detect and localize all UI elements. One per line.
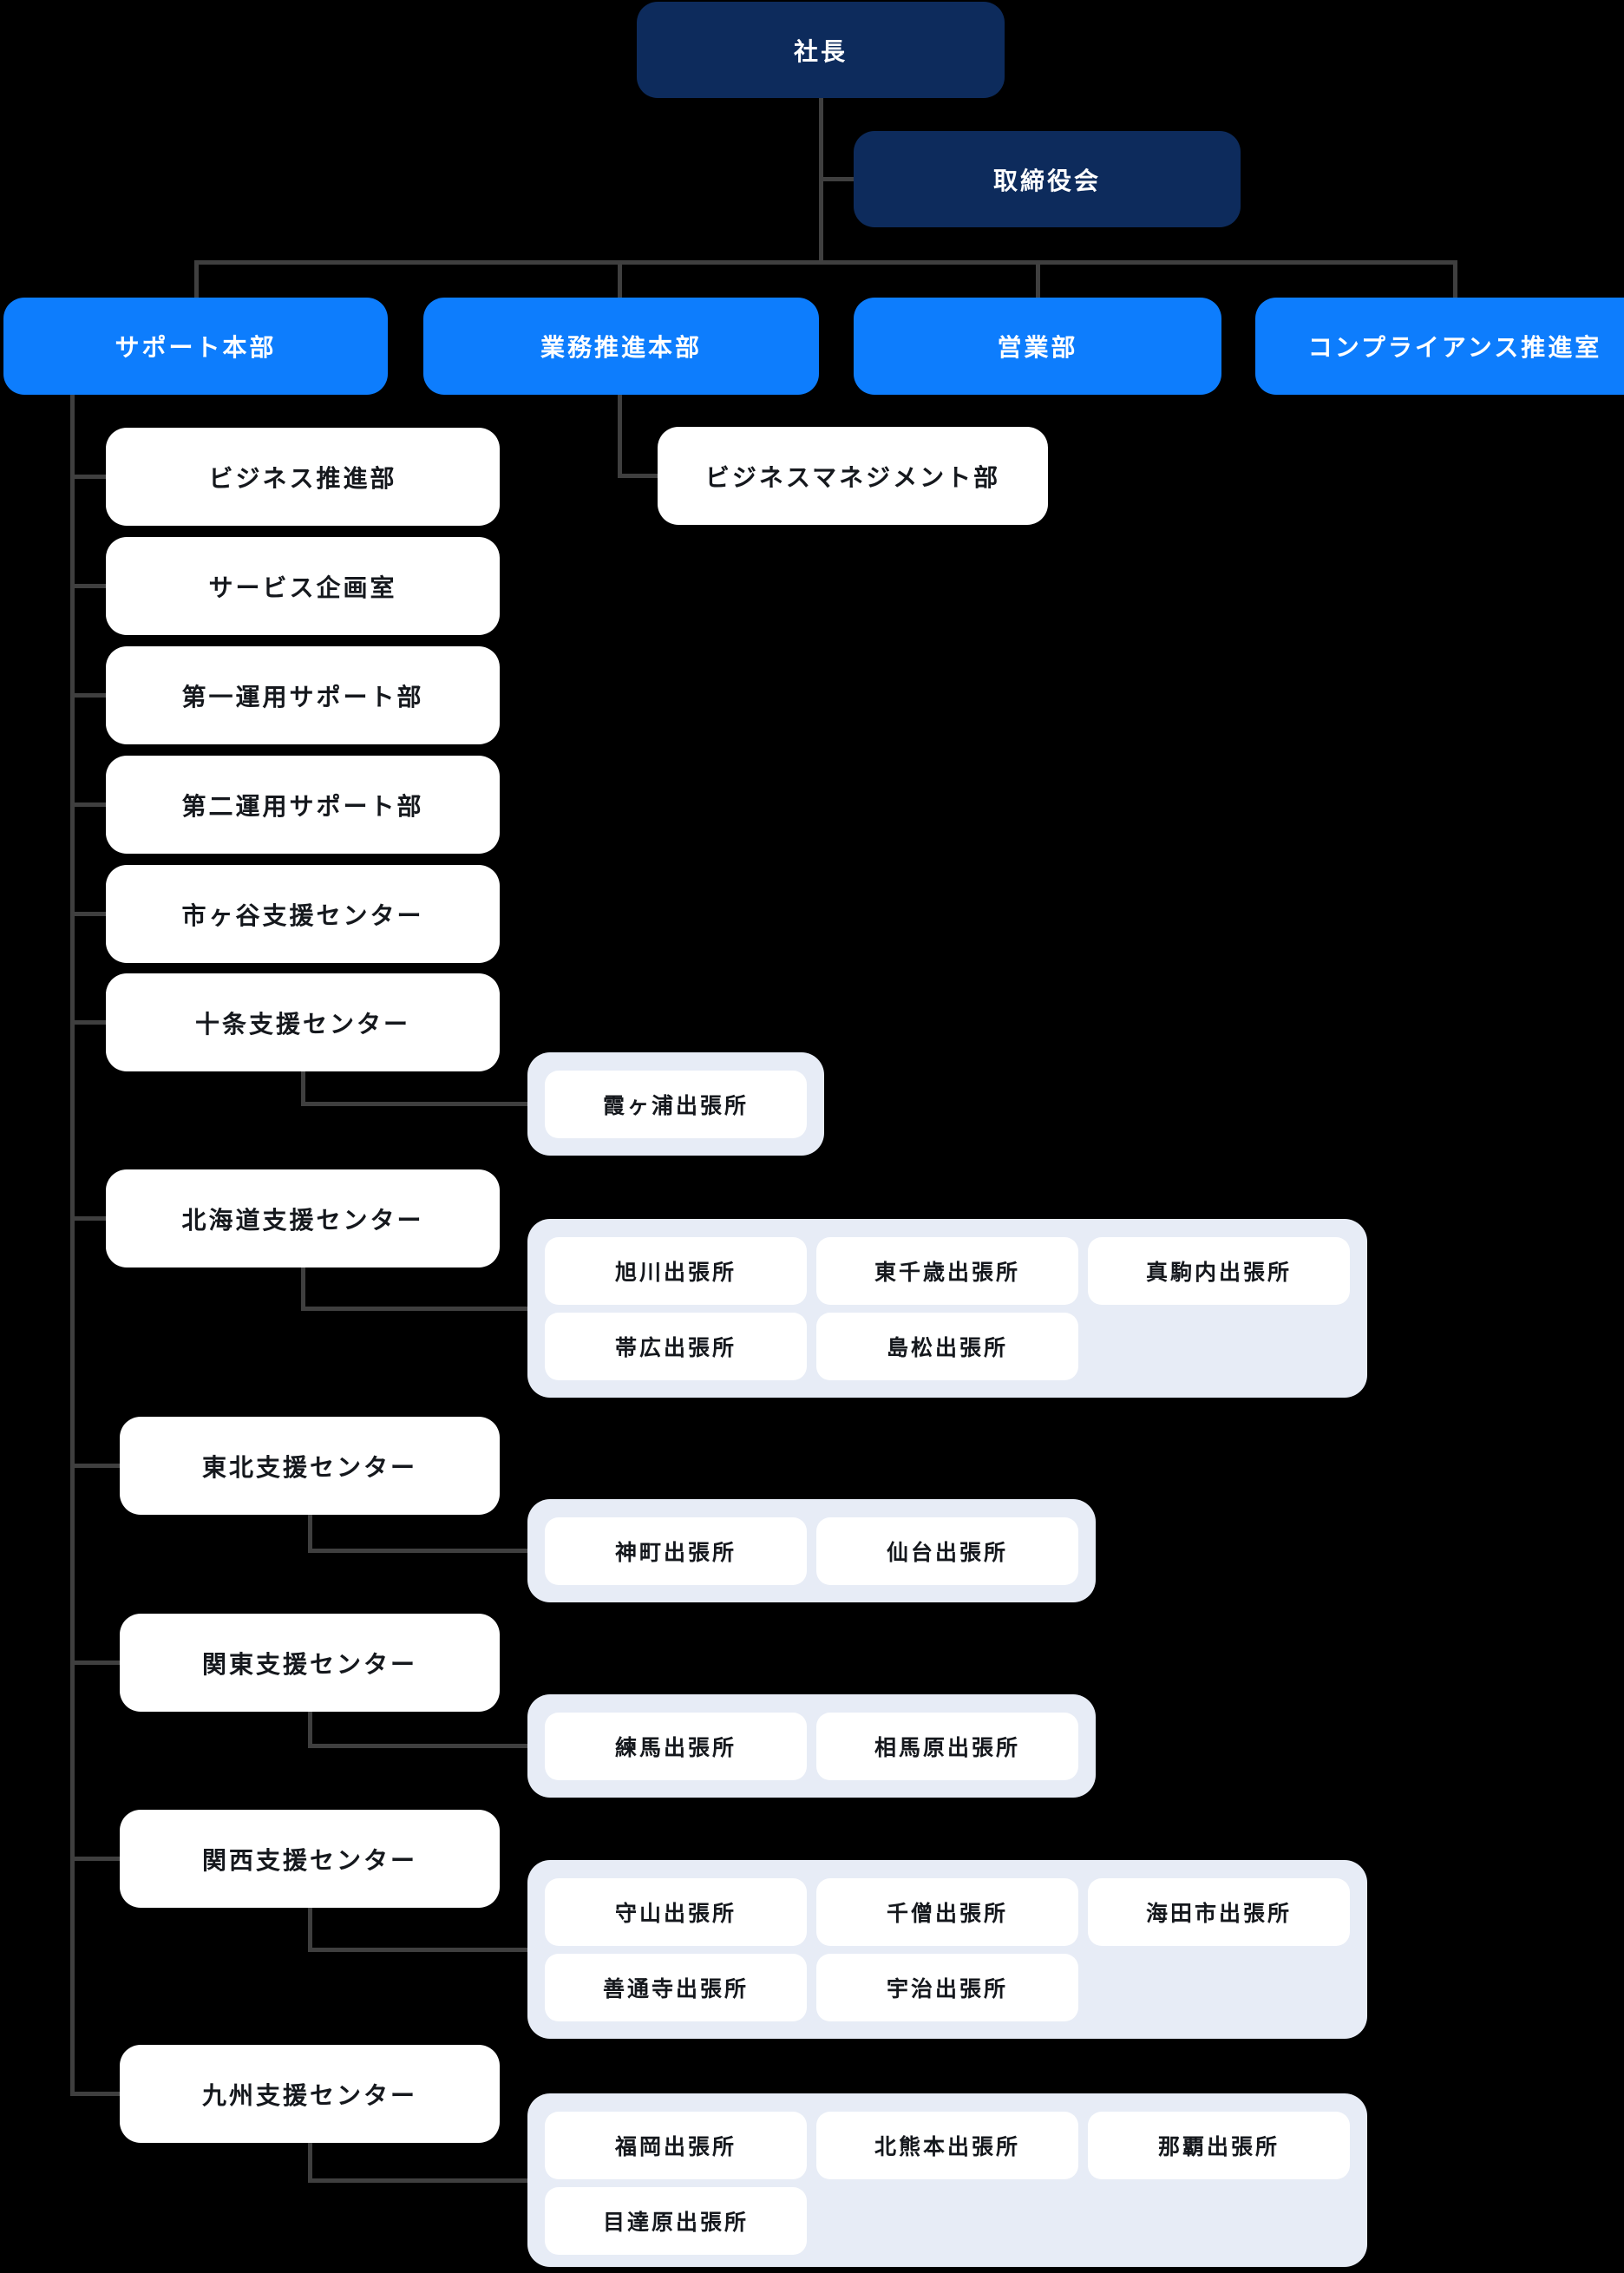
node-dept: 十条支援センター (106, 973, 500, 1071)
connector-offices-h (308, 2178, 527, 2183)
node-dept: 東北支援センター (120, 1417, 500, 1515)
office-group-juujou: 霞ヶ浦出張所 (527, 1052, 824, 1156)
office-node: 善通寺出張所 (545, 1954, 807, 2021)
connector-dept-stub (70, 584, 106, 588)
connector-offices-v (308, 1712, 312, 1748)
office-node: 仙台出張所 (816, 1517, 1078, 1585)
office-node: 神町出張所 (545, 1517, 807, 1585)
connector-offices-h (301, 1102, 527, 1106)
connector-dept-stub (70, 2092, 120, 2096)
connector-dept-stub (70, 1857, 120, 1861)
node-board: 取締役会 (854, 131, 1241, 227)
office-group-tohoku: 神町出張所 仙台出張所 (527, 1499, 1096, 1602)
office-node: 帯広出張所 (545, 1313, 807, 1380)
connector-dept-stub (70, 1020, 106, 1025)
connector-offices-v (308, 1908, 312, 1952)
office-group-kansai: 守山出張所 千僧出張所 海田市出張所 善通寺出張所 宇治出張所 (527, 1860, 1367, 2039)
node-dept: 市ヶ谷支援センター (106, 865, 500, 963)
office-node: 守山出張所 (545, 1878, 807, 1946)
connector-offices-v (308, 1515, 312, 1553)
connector-president-trunk (819, 98, 823, 265)
connector-division-rail (196, 260, 1457, 265)
node-dept: 九州支援センター (120, 2045, 500, 2143)
office-group-kanto: 練馬出張所 相馬原出張所 (527, 1694, 1096, 1798)
office-node: 真駒内出張所 (1088, 1237, 1350, 1305)
office-node: 宇治出張所 (816, 1954, 1078, 2021)
connector-board-stub (819, 177, 854, 181)
office-node: 福岡出張所 (545, 2112, 807, 2179)
connector-division-drop (1453, 260, 1457, 298)
connector-offices-v (301, 1268, 305, 1311)
office-node: 島松出張所 (816, 1313, 1078, 1380)
node-president: 社長 (637, 2, 1005, 98)
connector-dept-stub (70, 475, 106, 479)
connector-dept-stub (70, 912, 106, 916)
office-node: 海田市出張所 (1088, 1878, 1350, 1946)
office-node: 練馬出張所 (545, 1713, 807, 1780)
connector-gyomu-child-v (618, 395, 622, 478)
connector-offices-h (308, 1549, 527, 1553)
office-node: 那覇出張所 (1088, 2112, 1350, 2179)
office-node: 旭川出張所 (545, 1237, 807, 1305)
office-node: 北熊本出張所 (816, 2112, 1078, 2179)
node-dept: 第二運用サポート部 (106, 756, 500, 854)
connector-offices-h (308, 1948, 527, 1952)
node-division-eigyo: 営業部 (854, 298, 1221, 395)
office-group-hokkaido: 旭川出張所 東千歳出張所 真駒内出張所 帯広出張所 島松出張所 (527, 1219, 1367, 1398)
node-business-management: ビジネスマネジメント部 (658, 427, 1048, 525)
connector-dept-stub (70, 802, 106, 807)
connector-offices-v (301, 1071, 305, 1106)
office-node: 目達原出張所 (545, 2187, 807, 2255)
office-node: 千僧出張所 (816, 1878, 1078, 1946)
connector-offices-v (308, 2143, 312, 2183)
office-node: 霞ヶ浦出張所 (545, 1071, 807, 1138)
office-node: 東千歳出張所 (816, 1237, 1078, 1305)
node-dept: 関西支援センター (120, 1810, 500, 1908)
node-dept: ビジネス推進部 (106, 428, 500, 526)
connector-gyomu-child-h (618, 474, 658, 478)
connector-offices-h (308, 1744, 527, 1748)
connector-support-trunk (70, 395, 75, 2096)
office-node: 相馬原出張所 (816, 1713, 1078, 1780)
node-division-compliance: コンプライアンス推進室 (1255, 298, 1624, 395)
node-dept: 関東支援センター (120, 1614, 500, 1712)
connector-division-drop (194, 260, 199, 298)
office-group-kyushu: 福岡出張所 北熊本出張所 那覇出張所 目達原出張所 (527, 2093, 1367, 2267)
connector-dept-stub (70, 1464, 120, 1468)
node-dept: サービス企画室 (106, 537, 500, 635)
connector-dept-stub (70, 1216, 106, 1221)
connector-dept-stub (70, 693, 106, 698)
connector-division-drop (1036, 260, 1040, 298)
connector-offices-h (301, 1307, 527, 1311)
node-dept: 第一運用サポート部 (106, 646, 500, 744)
connector-division-drop (618, 260, 622, 298)
node-division-support: サポート本部 (3, 298, 388, 395)
connector-dept-stub (70, 1661, 120, 1665)
node-division-gyomu: 業務推進本部 (423, 298, 819, 395)
node-dept: 北海道支援センター (106, 1169, 500, 1268)
